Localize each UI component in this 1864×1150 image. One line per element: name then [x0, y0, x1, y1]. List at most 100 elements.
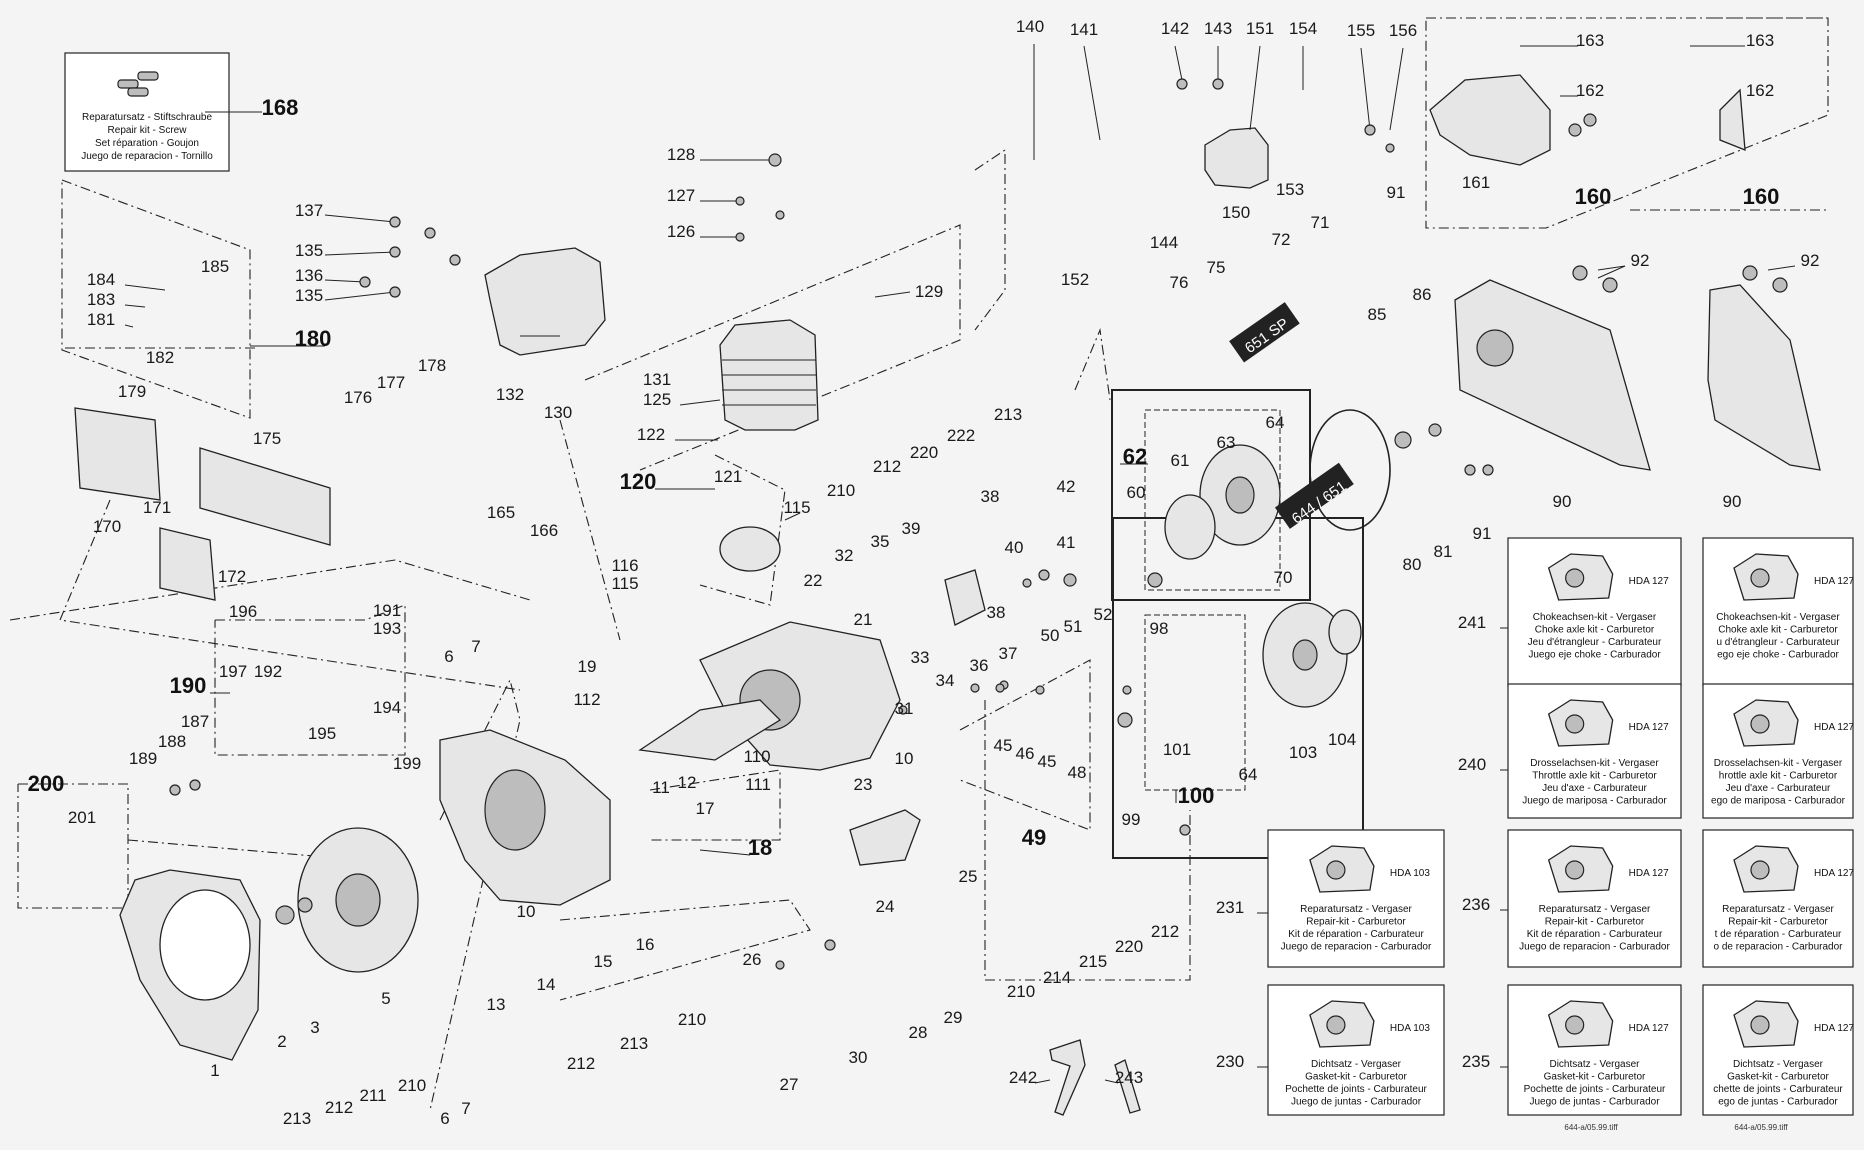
part-number-label: 50: [1041, 626, 1060, 645]
kit-description-line: ego de mariposa - Carburador: [1711, 796, 1846, 807]
kit-model: HDA 103: [1390, 1023, 1430, 1034]
part-number-label: 210: [1007, 982, 1035, 1001]
part-number-label: 42: [1057, 477, 1076, 496]
kit-description-line: Jeu d'axe - Carburateur: [1726, 783, 1831, 794]
kit-description-line: chette de joints - Carburateur: [1713, 1084, 1843, 1095]
part-number-label: 92: [1631, 251, 1650, 270]
leader-lines: [124, 44, 1796, 1084]
part-number-label: 17: [696, 799, 715, 818]
part-number-label: 191: [373, 601, 401, 620]
part-number-label: 230: [1216, 1052, 1244, 1071]
kit-description-line: Kit de réparation - Carburateur: [1288, 929, 1424, 940]
part-number-label: 182: [146, 348, 174, 367]
assembly-frames: [9, 17, 1829, 1111]
part-number-label: 86: [1413, 285, 1432, 304]
part-number-label: 179: [118, 382, 146, 401]
part-number-label: 130: [544, 403, 572, 422]
part-number-label: 110: [743, 747, 770, 766]
part-number-label: 22: [804, 571, 823, 590]
part-number-label: 140: [1016, 17, 1044, 36]
kit-description-line: Dichtsatz - Vergaser: [1311, 1059, 1402, 1070]
kit-description-line: Repair-kit - Carburetor: [1545, 917, 1645, 928]
part-number-label: 81: [1434, 542, 1453, 561]
repair-kit-line: Juego de reparacion - Tornillo: [81, 151, 213, 162]
part-number-label: 40: [1005, 538, 1024, 557]
part-number-label: 16: [636, 935, 655, 954]
part-number-label: 215: [1079, 952, 1107, 971]
part-number-label: 35: [871, 532, 890, 551]
part-number-label: 231: [1216, 898, 1244, 917]
part-number-label: 75: [1207, 258, 1226, 277]
part-number-label: 184: [87, 270, 115, 289]
part-number-label: 91: [1387, 183, 1406, 202]
part-number-label: 131: [643, 370, 671, 389]
part-number-label: 178: [418, 356, 446, 375]
part-number-label: 189: [129, 749, 157, 768]
kit-description-line: Juego de reparacion - Carburador: [1281, 942, 1432, 953]
part-number-label: 23: [854, 775, 873, 794]
part-number-label: 32: [835, 546, 854, 565]
part-number-label: 142: [1161, 19, 1189, 38]
part-number-label: 210: [398, 1076, 426, 1095]
part-number-label: 128: [667, 145, 695, 164]
part-number-label: 144: [1150, 233, 1178, 252]
repair-kit-line: Repair kit - Screw: [108, 125, 188, 136]
kit-model: HDA 127: [1814, 1023, 1854, 1034]
part-number-label: 152: [1061, 270, 1089, 289]
kit-description-line: Chokeachsen-kit - Vergaser: [1716, 612, 1840, 623]
part-number-label: 195: [308, 724, 336, 743]
part-number-label: 21: [854, 610, 873, 629]
part-number-label: 5: [381, 989, 390, 1008]
part-number-label: 46: [1016, 744, 1035, 763]
part-number-label: 153: [1276, 180, 1304, 199]
part-number-label: 163: [1746, 31, 1774, 50]
part-number-label: 112: [573, 690, 600, 709]
part-number-label: 135: [295, 286, 323, 305]
group-number-label: 168: [262, 95, 299, 120]
part-number-label: 80: [1403, 555, 1422, 574]
part-number-label: 10: [895, 749, 914, 768]
part-number-label: 187: [181, 712, 209, 731]
part-number-label: 185: [201, 257, 229, 276]
part-number-label: 6: [444, 647, 453, 666]
part-number-label: 151: [1246, 19, 1274, 38]
kit-description-line: Juego de reparacion - Carburador: [1519, 942, 1670, 953]
repair-kit-line: Reparatursatz - Stiftschraube: [82, 112, 212, 123]
part-number-label: 236: [1462, 895, 1490, 914]
part-number-label: 212: [1151, 922, 1179, 941]
hardware: [169, 78, 1788, 970]
group-number-label: 160: [1575, 184, 1612, 209]
part-number-label: 201: [68, 808, 96, 827]
kit-description-line: Juego eje choke - Carburador: [1528, 650, 1661, 661]
part-number-label: 45: [1038, 752, 1057, 771]
part-number-label: 36: [970, 656, 989, 675]
part-number-label: 214: [1043, 968, 1071, 987]
kit-description-line: Repair-kit - Carburetor: [1306, 917, 1406, 928]
kit-description-line: Chokeachsen-kit - Vergaser: [1533, 612, 1657, 623]
part-number-label: 63: [1217, 433, 1236, 452]
kit-description-line: Jeu d'étrangleur - Carburateur: [1528, 637, 1662, 648]
kit-description-line: ego eje choke - Carburador: [1717, 650, 1839, 661]
group-number-label: 49: [1022, 825, 1046, 850]
part-number-label: 132: [496, 385, 524, 404]
part-number-label: 90: [1553, 492, 1572, 511]
part-number-label: 121: [714, 467, 742, 486]
part-number-label: 155: [1347, 21, 1375, 40]
part-number-label: 166: [530, 521, 558, 540]
part-number-label: 213: [994, 405, 1022, 424]
part-number-label: 52: [1094, 605, 1113, 624]
part-number-label: 136: [295, 266, 323, 285]
kit-description-line: Gasket-kit - Carburetor: [1727, 1072, 1829, 1083]
kit-model: HDA 127: [1814, 722, 1854, 733]
kit-description-line: ego de juntas - Carburador: [1718, 1097, 1838, 1108]
part-number-label: 210: [827, 481, 855, 500]
kit-description-line: t de réparation - Carburateur: [1715, 929, 1842, 940]
part-number-label: 129: [915, 282, 943, 301]
part-number-label: 176: [344, 388, 372, 407]
